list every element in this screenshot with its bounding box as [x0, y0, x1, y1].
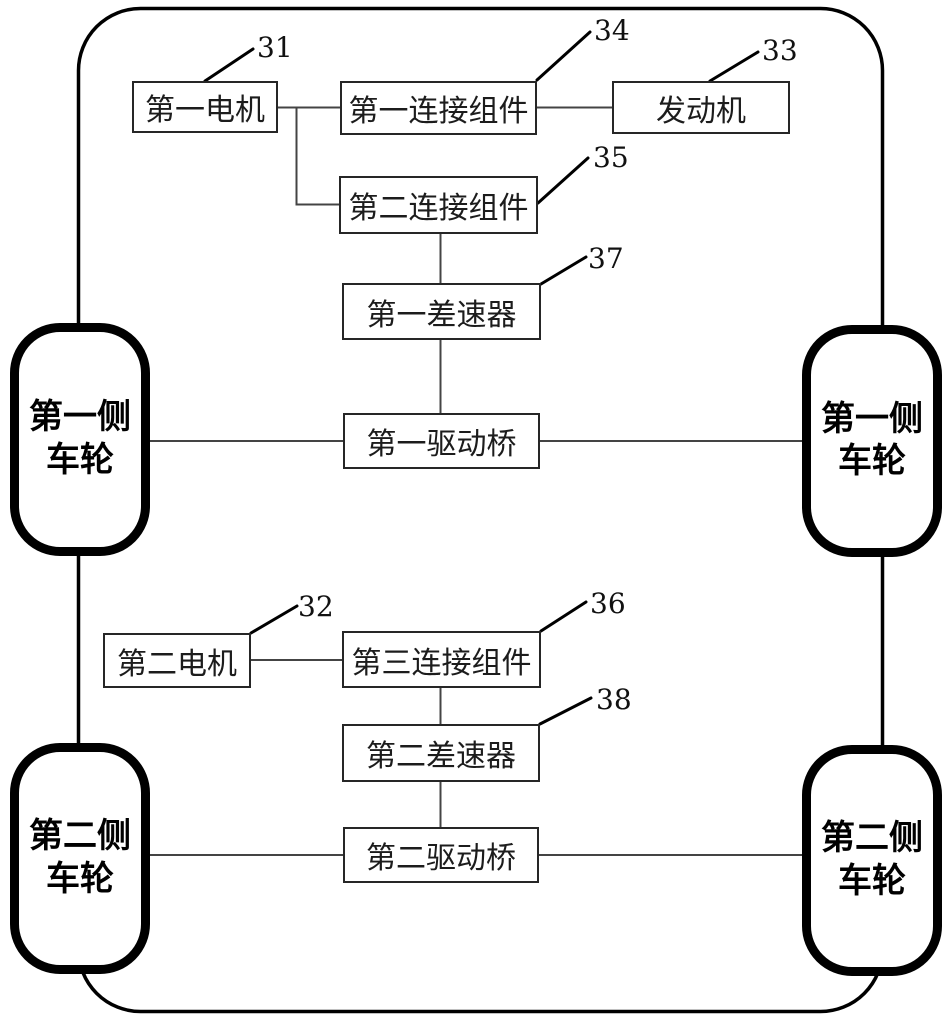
wheel-rear-right: 第二侧 车轮	[802, 745, 942, 976]
leader-line-37	[539, 255, 588, 286]
wheel-label-line2: 车轮	[838, 443, 906, 480]
box-third-connection-assembly: 第三连接组件	[342, 631, 541, 688]
box-first-connection-assembly: 第一连接组件	[340, 81, 537, 135]
leader-line-35	[536, 156, 590, 205]
box-first-motor: 第一电机	[132, 81, 278, 133]
box-first-drive-axle: 第一驱动桥	[343, 413, 540, 469]
box-second-drive-axle: 第二驱动桥	[343, 827, 539, 883]
leader-line-38	[538, 696, 593, 726]
ref-label-31: 31	[257, 31, 293, 64]
leader-line-36	[539, 600, 588, 633]
box-label: 第一连接组件	[348, 95, 529, 128]
ref-label-33: 33	[762, 34, 798, 67]
wheel-front-left: 第一侧 车轮	[10, 323, 150, 556]
wheel-label-line2: 车轮	[838, 862, 906, 900]
leader-line-34	[535, 30, 592, 82]
leader-line-33	[708, 50, 760, 83]
box-second-connection-assembly: 第二连接组件	[339, 176, 538, 234]
wheel-label-line2: 车轮	[46, 441, 114, 479]
wheel-front-right: 第一侧 车轮	[802, 325, 942, 557]
ref-label-37: 37	[588, 242, 624, 275]
wheel-label-line1: 第一侧	[29, 399, 131, 436]
connector-motor1-conn2	[295, 107, 339, 206]
ref-label-35: 35	[593, 141, 629, 174]
box-label: 第二电机	[117, 647, 237, 681]
box-label: 第一驱动桥	[366, 428, 517, 461]
box-label: 第二差速器	[366, 740, 516, 773]
box-label: 第二连接组件	[348, 192, 529, 225]
box-label: 第二驱动桥	[366, 842, 516, 875]
wheel-label-line1: 第二侧	[29, 818, 131, 855]
box-second-differential: 第二差速器	[342, 724, 540, 782]
box-second-motor: 第二电机	[103, 633, 251, 688]
wheel-rear-left: 第二侧 车轮	[10, 743, 150, 974]
leader-line-31	[203, 47, 255, 83]
wheel-label-line1: 第二侧	[821, 820, 923, 857]
wheel-label-line1: 第一侧	[821, 400, 923, 438]
box-label: 第一差速器	[366, 298, 517, 332]
box-label: 发动机	[656, 94, 746, 128]
ref-label-32: 32	[298, 590, 334, 623]
ref-label-38: 38	[596, 683, 632, 716]
box-label: 第一电机	[145, 94, 265, 127]
leader-line-32	[249, 604, 299, 635]
box-label: 第三连接组件	[351, 646, 532, 680]
box-first-differential: 第一差速器	[342, 283, 541, 340]
box-engine: 发动机	[612, 81, 790, 134]
wheel-label-line2: 车轮	[46, 860, 114, 898]
ref-label-36: 36	[590, 587, 626, 620]
ref-label-34: 34	[594, 14, 630, 47]
